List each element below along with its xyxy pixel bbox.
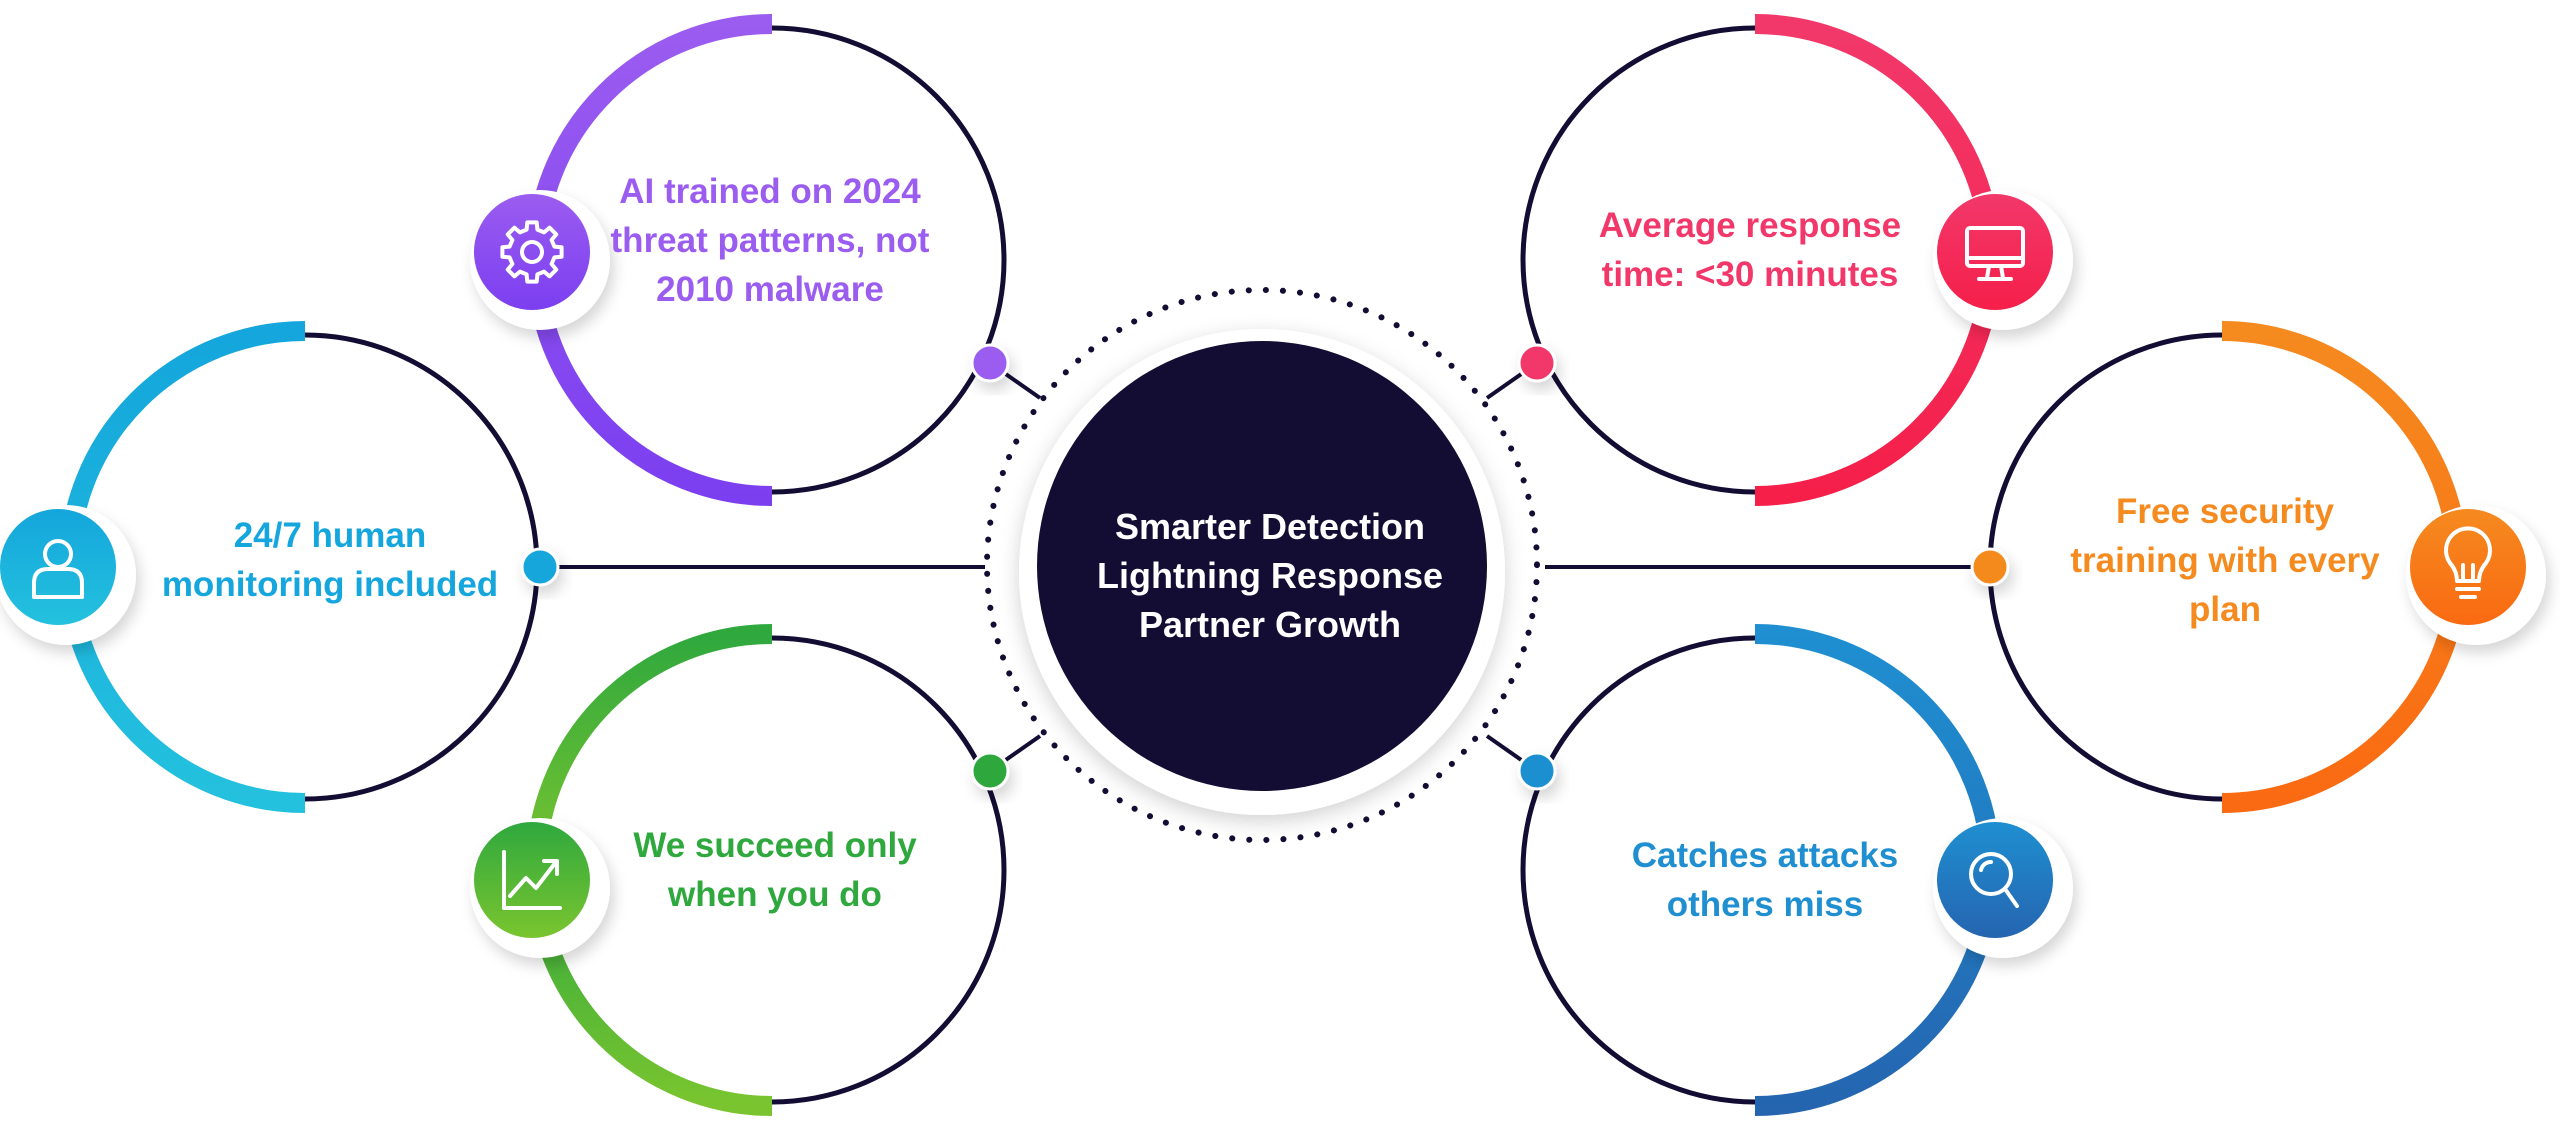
center-line-1: Smarter Detection bbox=[1114, 505, 1426, 547]
connector-dot-ai bbox=[970, 343, 1010, 383]
icon-badges bbox=[0, 190, 2546, 958]
node-label-catches: Catches attacks others miss bbox=[1590, 820, 1940, 940]
node-label-line: threat patterns, not bbox=[610, 220, 930, 260]
node-label-succeed: We succeed only when you do bbox=[610, 810, 940, 930]
connector-dots bbox=[520, 343, 2010, 791]
node-label-line: others miss bbox=[1666, 885, 1864, 924]
center-label: Smarter Detection Lightning Response Par… bbox=[1030, 500, 1510, 650]
ring-arc-succeed-0 bbox=[526, 624, 773, 871]
gear-icon bbox=[500, 220, 564, 284]
badge-disc-response bbox=[1937, 194, 2053, 310]
node-label-line: training with every bbox=[2070, 540, 2380, 580]
center-hub bbox=[984, 287, 1540, 843]
badge-training bbox=[2406, 505, 2546, 645]
badge-disc-ai bbox=[474, 194, 590, 310]
badge-disc-catches bbox=[1937, 822, 2053, 938]
monitor-icon bbox=[1965, 226, 2025, 281]
node-label-line: Catches attacks bbox=[1631, 836, 1899, 875]
badge-disc-succeed bbox=[474, 822, 590, 938]
badge-succeed bbox=[470, 818, 610, 958]
badge-disc-training bbox=[2410, 509, 2526, 625]
connector-dot-succeed bbox=[970, 751, 1010, 791]
node-label-response: Average response time: <30 minutes bbox=[1555, 190, 1945, 310]
badge-ai bbox=[470, 190, 610, 330]
node-label-line: when you do bbox=[668, 875, 882, 914]
node-label-ai: AI trained on 2024 threat patterns, not 20… bbox=[560, 160, 980, 320]
node-label-line: plan bbox=[2189, 589, 2261, 629]
node-label-line: Free security bbox=[2116, 491, 2334, 531]
node-label-human: 24/7 human monitoring included bbox=[140, 500, 520, 620]
node-label-line: time: <30 minutes bbox=[1601, 255, 1899, 294]
connector-dot-training bbox=[1970, 547, 2010, 587]
node-label-line: 2010 malware bbox=[656, 269, 884, 309]
badge-response bbox=[1933, 190, 2073, 330]
center-line-2: Lightning Response bbox=[1097, 554, 1443, 596]
connector-dot-response bbox=[1517, 343, 1557, 383]
connector-dot-catches bbox=[1517, 751, 1557, 791]
center-disc bbox=[1037, 341, 1487, 791]
badge-human bbox=[0, 505, 136, 645]
search-icon bbox=[1969, 852, 2019, 908]
node-label-line: 24/7 human bbox=[233, 516, 427, 555]
person-icon bbox=[32, 539, 84, 599]
center-line-3: Partner Growth bbox=[1138, 603, 1402, 645]
connector-dot-human bbox=[520, 547, 560, 587]
node-label-line: AI trained on 2024 bbox=[619, 171, 921, 211]
chart-up-icon bbox=[502, 850, 562, 910]
node-label-training: Free security training with every plan bbox=[2020, 480, 2430, 640]
lightbulb-icon bbox=[2444, 526, 2492, 599]
node-label-line: We succeed only bbox=[633, 826, 917, 865]
badge-catches bbox=[1933, 818, 2073, 958]
node-label-line: Average response bbox=[1598, 206, 1902, 245]
node-label-line: monitoring included bbox=[161, 565, 499, 604]
